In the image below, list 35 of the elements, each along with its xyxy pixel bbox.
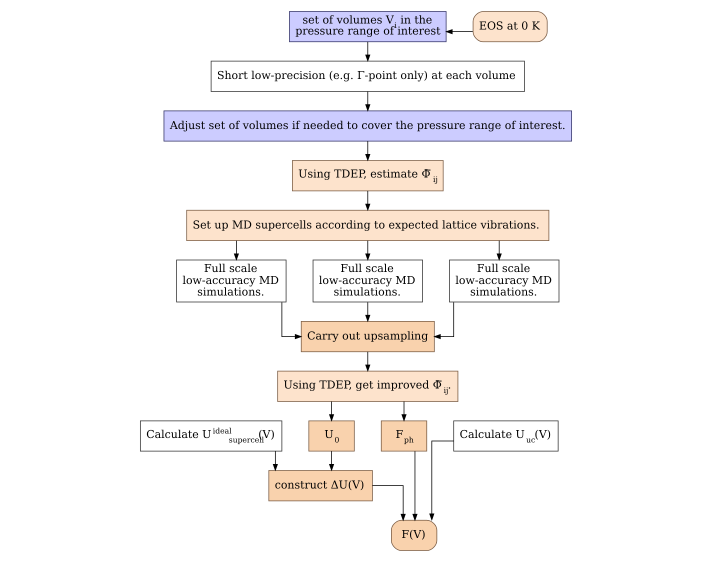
arrow — [428, 440, 454, 521]
node-box: Adjust set of volumes if needed to cover the pressure range of interest. — [163, 110, 572, 142]
arrow — [281, 302, 302, 340]
node-box: F$_{ph}$ — [380, 420, 427, 452]
arrow — [364, 240, 370, 261]
arrow — [444, 29, 473, 34]
node-box: Full scale low-accuracy MD simulations. — [312, 260, 422, 302]
node-box: Set up MD supercells according to expected lattice vibrations. — [186, 210, 549, 241]
arrow — [372, 485, 406, 522]
arrow — [364, 41, 370, 62]
node-box: Full scale low-accuracy MD simulations. — [176, 260, 286, 302]
arrow — [496, 240, 502, 261]
arrow — [400, 401, 406, 422]
arrow — [364, 351, 370, 372]
node-box: Short low-precision (e.g. Γ-point only) at each volume — [210, 60, 524, 92]
arrow — [412, 450, 418, 522]
node-box: Using TDEP, estimate Φ̿$_{ij}$ — [292, 160, 444, 192]
node-box: U$_{0}$ — [308, 420, 354, 452]
node-box: set of volumes V$_{i}$ in the pressure range of interest — [288, 11, 446, 42]
arrow — [328, 450, 334, 472]
node-box: Using TDEP, get improved Φ̿$_{ij}$. — [276, 370, 458, 402]
arrow — [328, 401, 334, 422]
arrow — [364, 140, 370, 162]
node-box: Full scale low-accuracy MD simulations. — [448, 260, 559, 302]
node-box: Carry out upsampling — [300, 321, 434, 352]
node-box: construct ΔU(V) — [268, 470, 372, 502]
node-box: F(V) — [390, 520, 437, 551]
node-box: Calculate U$_{uc}$(V) — [452, 420, 558, 452]
arrow — [364, 91, 370, 112]
arrow — [432, 302, 454, 340]
arrow — [233, 240, 238, 261]
arrow — [364, 190, 370, 212]
node-box: EOS at 0 K — [472, 11, 548, 42]
arrow — [272, 450, 278, 472]
arrow — [364, 302, 370, 322]
